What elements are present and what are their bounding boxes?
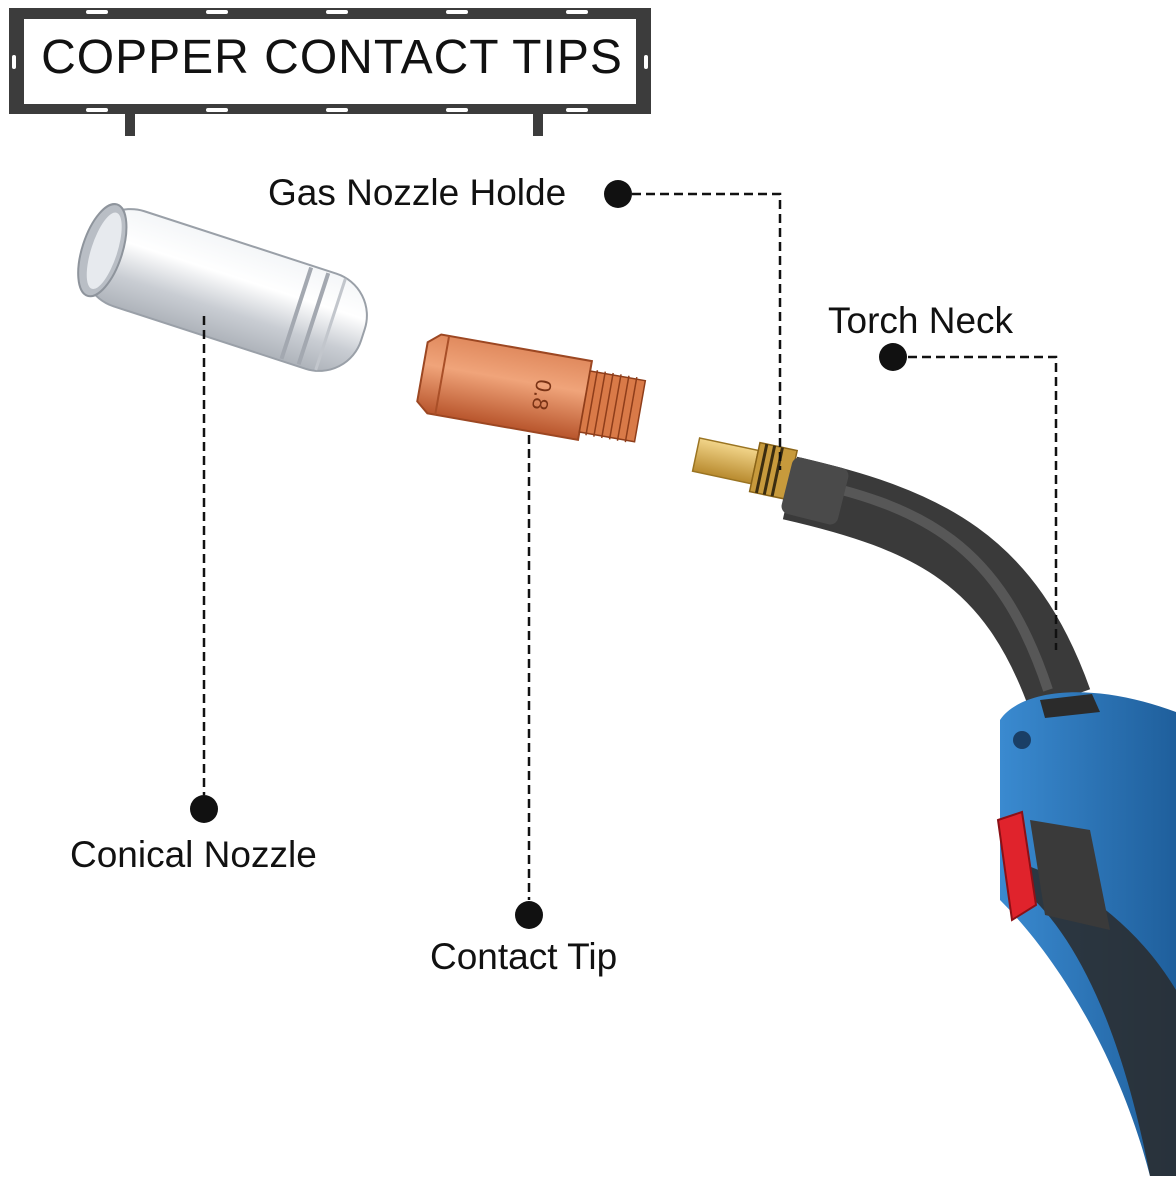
contact-tip-thread	[578, 370, 647, 443]
label-conical-nozzle: Conical Nozzle	[70, 834, 317, 875]
callout-dots	[190, 180, 907, 929]
dot-conical-nozzle	[190, 795, 218, 823]
leader-lines	[202, 192, 1058, 900]
torch-assembly	[691, 437, 1176, 1176]
label-gas-nozzle-holder: Gas Nozzle Holde	[268, 172, 567, 213]
leader-torch-neck	[908, 355, 1058, 650]
contact-tip-part: 0.8	[416, 333, 647, 443]
label-contact-tip: Contact Tip	[430, 936, 618, 977]
label-torch-neck: Torch Neck	[828, 300, 1014, 341]
page-title: COPPER CONTACT TIPS	[41, 31, 623, 84]
dot-gas-nozzle-holder	[604, 180, 632, 208]
title-frame	[9, 8, 651, 136]
dot-contact-tip	[515, 901, 543, 929]
contact-tip-marking: 0.8	[527, 378, 557, 412]
trigger	[996, 810, 1038, 922]
dot-torch-neck	[879, 343, 907, 371]
leader-gas-nozzle-holder	[632, 192, 782, 470]
conical-nozzle-part	[77, 203, 368, 372]
